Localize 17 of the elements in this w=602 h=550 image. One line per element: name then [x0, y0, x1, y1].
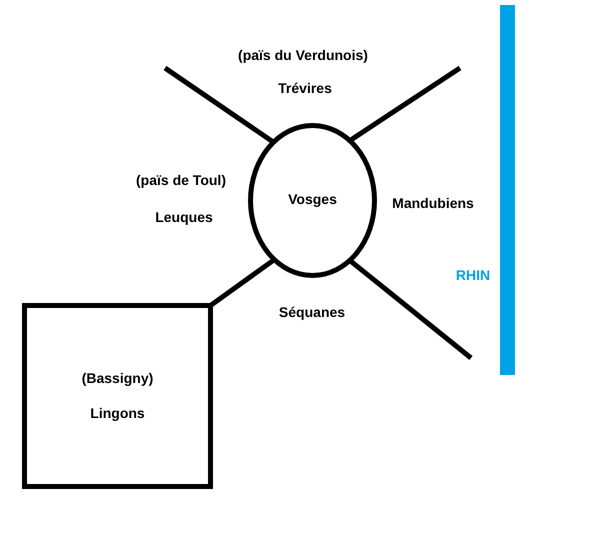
- river-bar: [500, 5, 515, 375]
- boundary-line: [348, 66, 462, 143]
- region-label: Séquanes: [278, 304, 346, 320]
- region-note: (païs du Verdunois): [238, 47, 368, 63]
- region-label: Trévires: [278, 80, 332, 96]
- region-box: [22, 303, 213, 489]
- boundary-line: [164, 66, 275, 144]
- region-label: Mandubiens: [392, 195, 474, 211]
- region-name: Vosges: [288, 190, 337, 206]
- region-note: (païs de Toul): [136, 172, 226, 188]
- region-name: Lingons: [90, 404, 145, 420]
- boundary-line: [209, 258, 276, 308]
- boundary-line: [348, 258, 473, 360]
- region-ellipse: [248, 123, 377, 278]
- region-note: (Bassigny): [82, 370, 154, 386]
- region-label: Leuques: [155, 209, 213, 225]
- river-label: RHIN: [456, 267, 490, 283]
